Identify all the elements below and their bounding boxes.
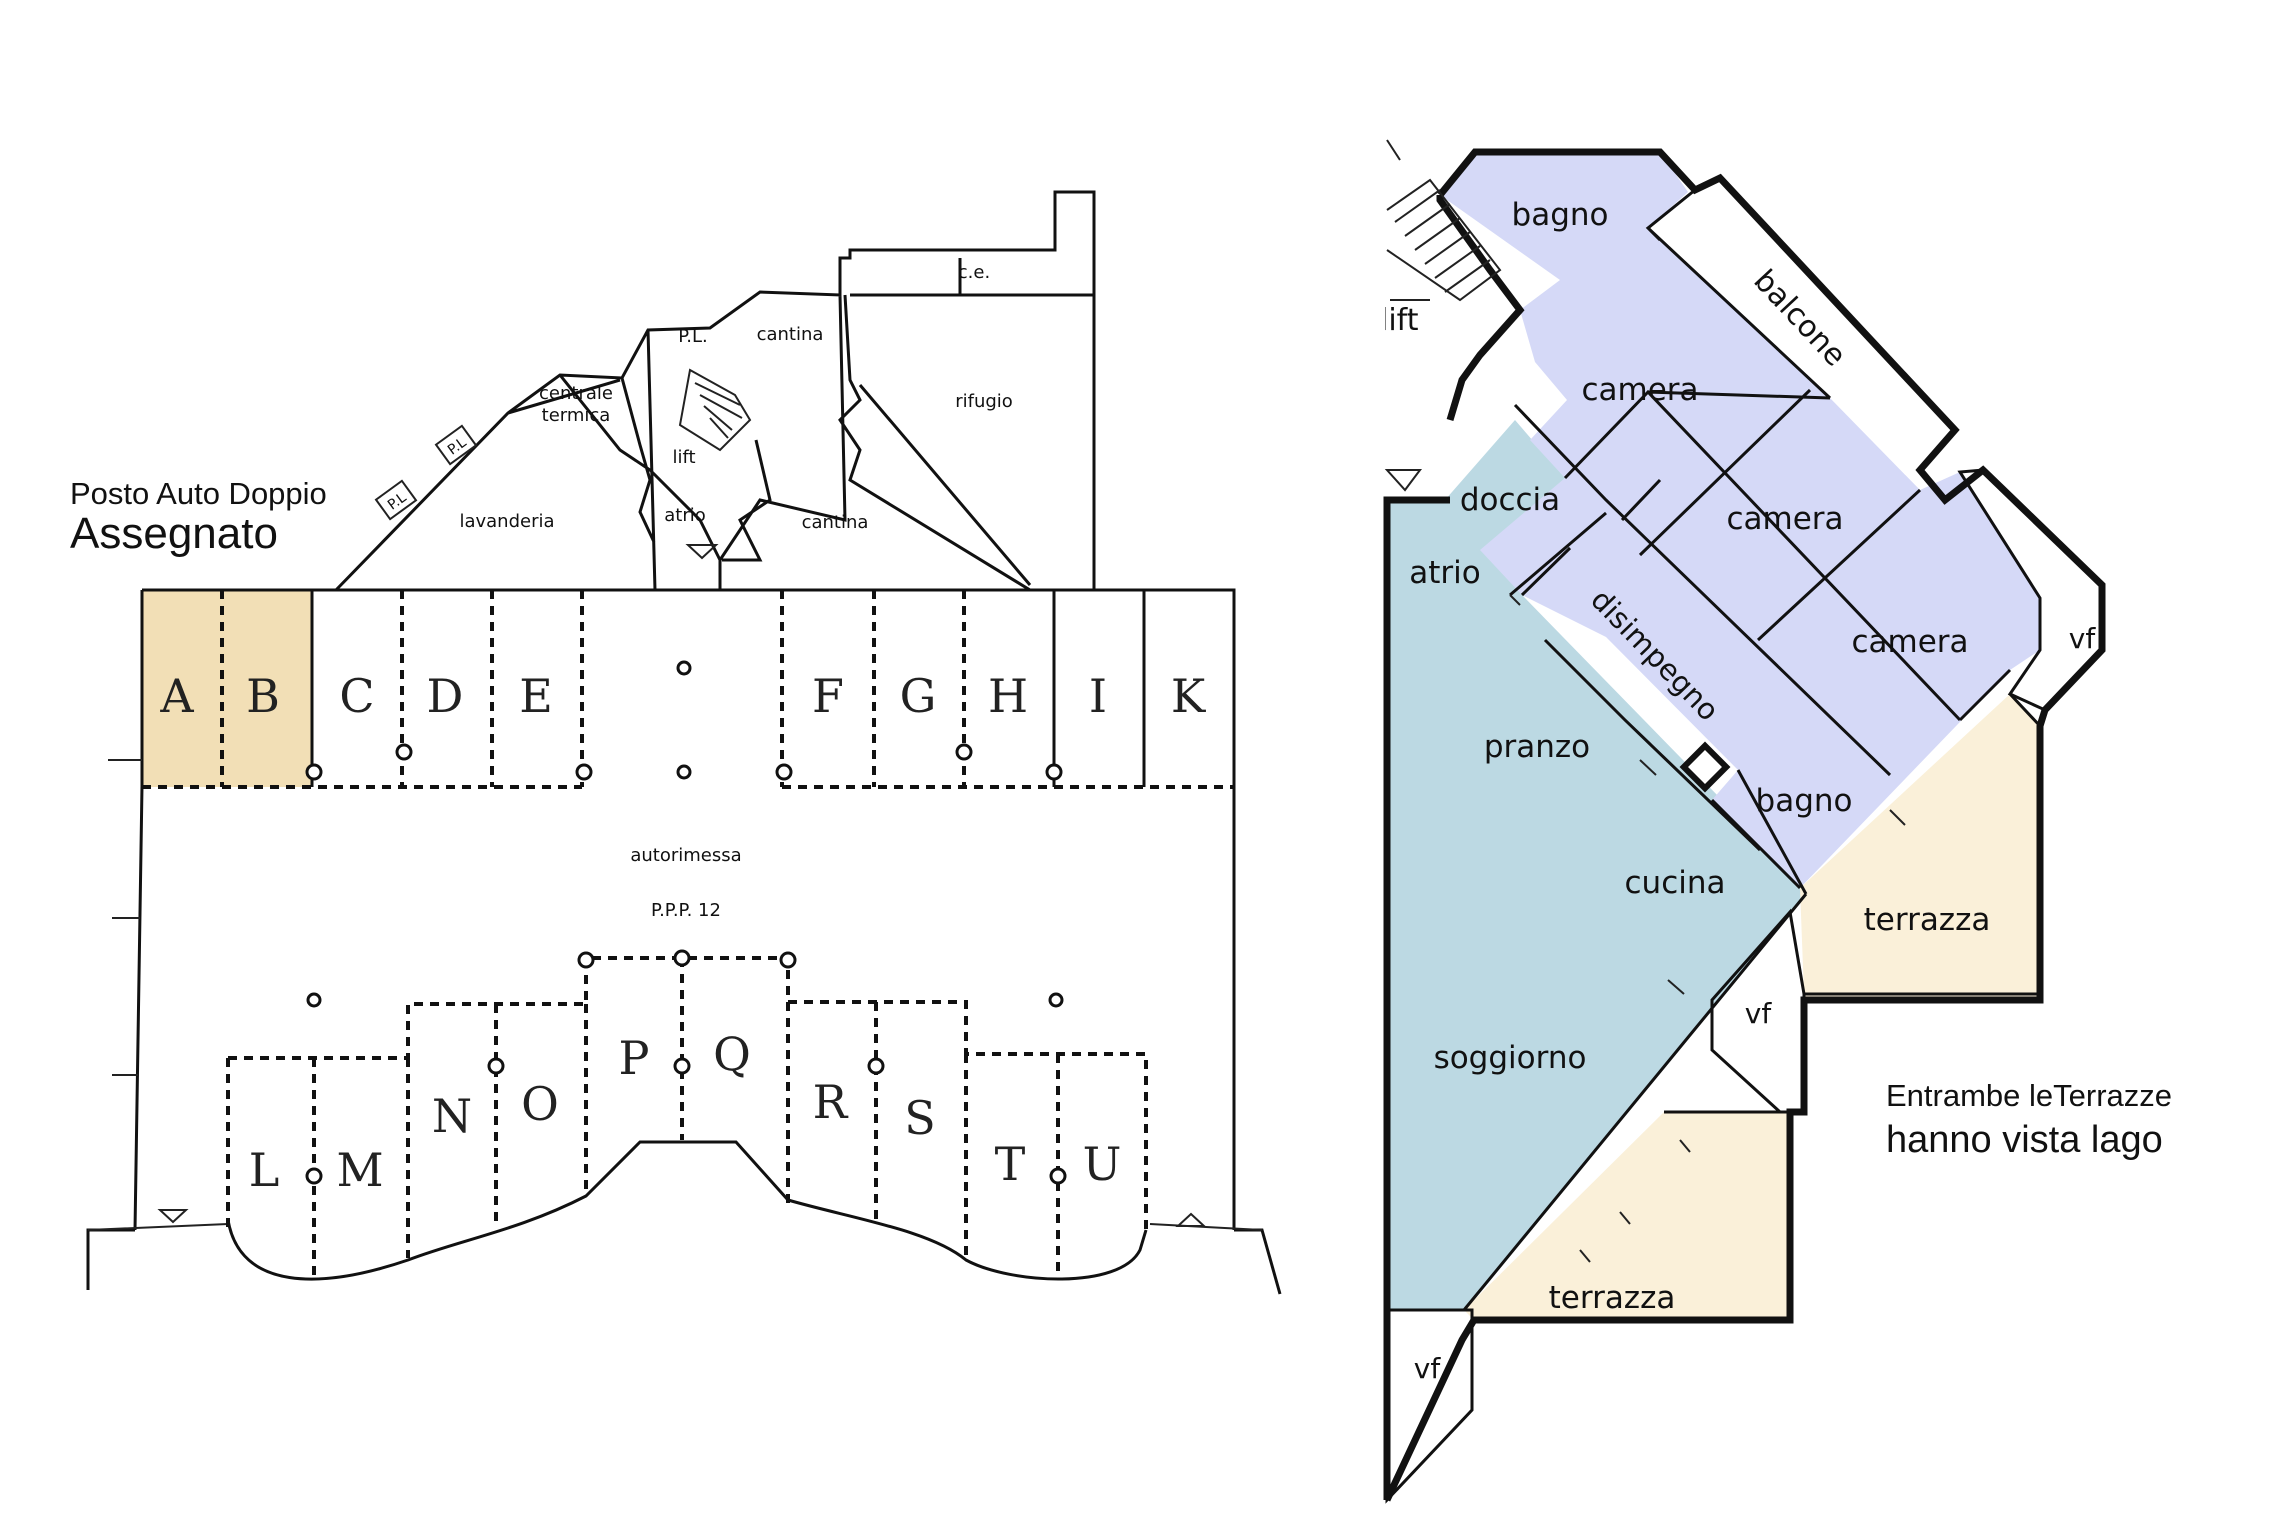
parking-highlight-ab bbox=[142, 590, 312, 787]
space-t: T bbox=[995, 1137, 1026, 1191]
atrio-marker bbox=[685, 544, 719, 560]
space-s: S bbox=[904, 1091, 936, 1145]
room-lavanderia: lavanderia bbox=[459, 511, 554, 532]
apartment-plan: lift bagno balcone camera camera camera … bbox=[1380, 139, 2172, 1504]
room-rifugio: rifugio bbox=[955, 391, 1013, 412]
room-ce: c.e. bbox=[958, 262, 990, 283]
garage-ramp-markers bbox=[157, 1209, 1207, 1227]
apt-lift-label: lift bbox=[1380, 303, 1419, 338]
space-b: B bbox=[246, 669, 280, 723]
room-pl-1: P.L bbox=[385, 490, 410, 514]
zone-terrace-1 bbox=[1800, 694, 2040, 1000]
room-pranzo: pranzo bbox=[1484, 729, 1590, 765]
room-atrio-apt: atrio bbox=[1409, 555, 1480, 591]
space-c: C bbox=[339, 669, 374, 723]
vf-box-3 bbox=[1385, 1308, 1474, 1504]
parking-note-line2: Assegnato bbox=[70, 509, 278, 558]
room-lift: lift bbox=[672, 447, 695, 468]
space-g: G bbox=[900, 669, 937, 723]
room-terrazza-1: terrazza bbox=[1864, 902, 1991, 938]
bottom-bays-dashes bbox=[226, 956, 1148, 1278]
space-p: P bbox=[619, 1031, 650, 1085]
bottom-pillars bbox=[305, 949, 1067, 1185]
room-camera-1: camera bbox=[1581, 372, 1698, 408]
room-cantina-top: cantina bbox=[757, 324, 824, 345]
space-q: Q bbox=[713, 1027, 751, 1081]
garage-base-line bbox=[87, 1223, 1263, 1231]
room-vf-2: vf bbox=[1745, 997, 1773, 1030]
space-d: D bbox=[427, 669, 464, 723]
space-a: A bbox=[159, 669, 194, 723]
terrace-edges bbox=[1664, 692, 2042, 1114]
space-e: E bbox=[519, 669, 553, 723]
top-bays-dashes bbox=[142, 590, 1234, 789]
door-ticks bbox=[1509, 594, 1906, 1263]
space-u: U bbox=[1083, 1137, 1122, 1191]
zone-sleeping bbox=[1440, 152, 2040, 888]
room-soggiorno: soggiorno bbox=[1434, 1040, 1587, 1076]
room-terrazza-2: terrazza bbox=[1549, 1280, 1676, 1316]
space-m: M bbox=[336, 1143, 383, 1197]
space-f: F bbox=[812, 669, 844, 723]
room-cantina: cantina bbox=[802, 512, 869, 533]
room-camera-3: camera bbox=[1851, 624, 1968, 660]
top-bays-walls bbox=[310, 590, 1236, 787]
top-pillars bbox=[305, 660, 1064, 1008]
chimney-box bbox=[1679, 741, 1731, 793]
service-block bbox=[334, 190, 1096, 592]
room-atrio: atrio bbox=[664, 505, 706, 526]
room-termica: termica bbox=[542, 405, 611, 426]
room-bagno-1: bagno bbox=[1512, 197, 1609, 233]
zone-terrace-2 bbox=[1464, 1112, 1790, 1320]
space-r: R bbox=[813, 1075, 849, 1129]
space-n: N bbox=[432, 1089, 472, 1143]
bottom-bays-curve bbox=[226, 1140, 1148, 1281]
room-camera-2: camera bbox=[1726, 501, 1843, 537]
space-i: I bbox=[1089, 669, 1107, 723]
vf-box-1 bbox=[1957, 468, 2104, 712]
pl-box-1 bbox=[374, 479, 418, 521]
apartment-stair-icon bbox=[1384, 139, 1502, 492]
room-vf-1: vf bbox=[2069, 622, 2097, 655]
room-autorimessa: autorimessa bbox=[630, 845, 741, 866]
room-vf-3: vf bbox=[1414, 1352, 1442, 1385]
parking-note-line1: Posto Auto Doppio bbox=[70, 476, 327, 511]
space-o: O bbox=[521, 1077, 559, 1131]
zone-living bbox=[1387, 420, 1806, 1310]
space-l: L bbox=[249, 1143, 280, 1197]
room-doccia: doccia bbox=[1460, 482, 1560, 518]
terrace-note-line1: Entrambe leTerrazze bbox=[1886, 1078, 2172, 1113]
room-bagno-2: bagno bbox=[1756, 783, 1853, 819]
pl-box-2 bbox=[434, 424, 478, 466]
room-cucina: cucina bbox=[1625, 865, 1726, 901]
space-k: K bbox=[1171, 669, 1207, 723]
room-centrale: centrale bbox=[539, 383, 613, 404]
garage-wall-ticks bbox=[108, 759, 142, 1076]
room-ppp: P.P.P. 12 bbox=[651, 900, 721, 921]
room-pl-top: P.L. bbox=[678, 326, 708, 347]
vf-box-2 bbox=[1710, 908, 1806, 1114]
terrace-note-line2: hanno vista lago bbox=[1886, 1119, 2163, 1161]
service-stair-icon bbox=[678, 368, 752, 452]
garage-plan: A B C D E F G H I K L M N O P Q bbox=[70, 190, 1282, 1295]
space-h: H bbox=[988, 669, 1028, 723]
